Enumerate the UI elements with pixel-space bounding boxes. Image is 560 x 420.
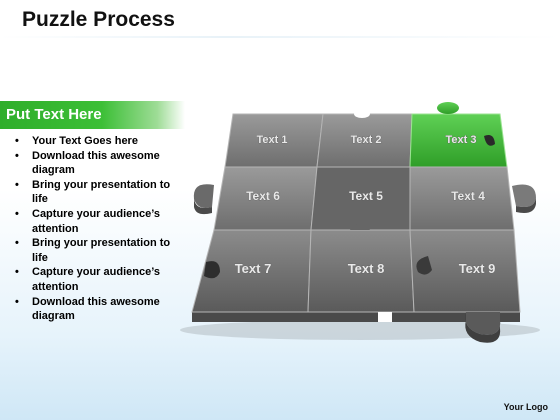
bullet-item: Download this awesome diagram bbox=[14, 149, 174, 178]
puzzle-piece-6: Text 6 bbox=[193, 166, 318, 231]
puzzle-piece-9: Text 9 bbox=[409, 229, 521, 343]
puzzle-piece-2: Text 2 bbox=[316, 110, 413, 168]
piece-label-4: Text 4 bbox=[451, 189, 485, 203]
title-divider bbox=[0, 36, 560, 38]
bullet-item: Your Text Goes here bbox=[14, 134, 174, 149]
bullet-item: Capture your audience’s attention bbox=[14, 207, 174, 236]
bullet-item: Download this awesome diagram bbox=[14, 295, 174, 324]
puzzle-piece-1: Text 1 bbox=[224, 113, 324, 168]
sidebar-header: Put Text Here bbox=[0, 101, 185, 129]
puzzle-piece-3: Text 3 bbox=[409, 102, 508, 168]
puzzle-piece-4: Text 4 bbox=[409, 166, 536, 231]
piece-label-9: Text 9 bbox=[459, 261, 496, 276]
piece-label-7: Text 7 bbox=[235, 261, 272, 276]
piece-label-1: Text 1 bbox=[257, 134, 288, 146]
slide-title: Puzzle Process bbox=[22, 8, 175, 31]
bullet-item: Bring your presentation to life bbox=[14, 178, 174, 207]
piece-label-2: Text 2 bbox=[351, 134, 382, 146]
bullet-item: Bring your presentation to life bbox=[14, 236, 174, 265]
piece-label-6: Text 6 bbox=[246, 189, 280, 203]
puzzle-piece-7: Text 7 bbox=[191, 229, 312, 313]
piece-label-3: Text 3 bbox=[446, 134, 477, 146]
bullet-item: Capture your audience’s attention bbox=[14, 265, 174, 294]
puzzle-piece-5: Text 5 bbox=[310, 166, 411, 231]
puzzle-piece-8: Text 8 bbox=[307, 224, 415, 322]
piece-label-8: Text 8 bbox=[348, 261, 385, 276]
piece-label-5: Text 5 bbox=[349, 189, 383, 203]
footer-logo: Your Logo bbox=[503, 402, 548, 412]
bullet-list: Your Text Goes here Download this awesom… bbox=[14, 134, 174, 324]
